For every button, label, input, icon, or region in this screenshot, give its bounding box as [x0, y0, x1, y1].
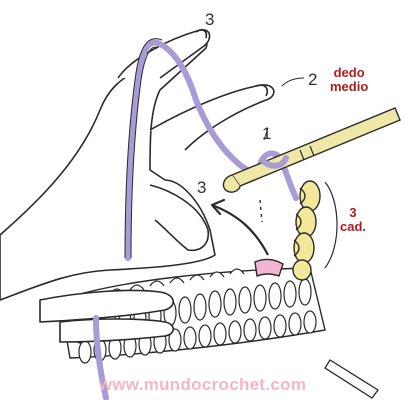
step-2-label: 2: [308, 70, 317, 90]
arrow-icon: [212, 200, 268, 255]
crochet-hook-icon: [223, 108, 400, 192]
watermark: www.mundocrochet.com: [0, 375, 405, 395]
chain-bracket: [325, 182, 337, 268]
chain-count-label: 3 cad.: [340, 206, 366, 234]
middle-finger-label: dedo medio: [330, 66, 368, 94]
step-3-top-label: 3: [205, 10, 214, 30]
step-3-arrow-label: 3: [197, 178, 206, 198]
step-1-label: 1: [262, 124, 271, 144]
